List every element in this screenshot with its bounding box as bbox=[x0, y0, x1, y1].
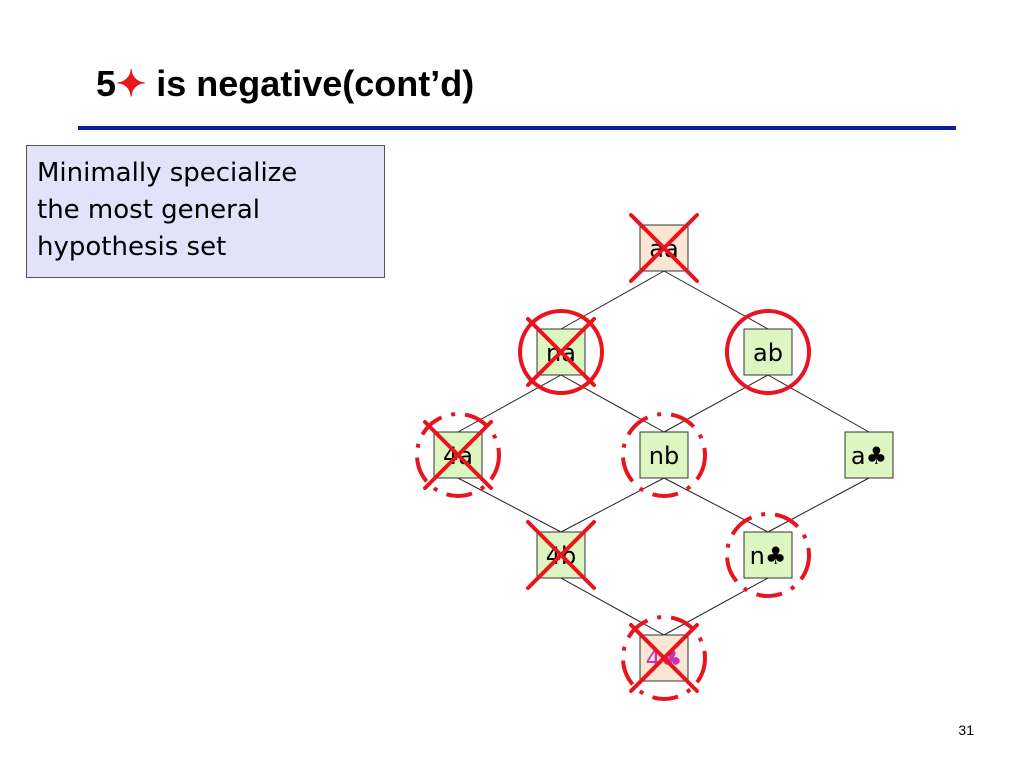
node-label-n-club: n♣ bbox=[750, 542, 787, 570]
lattice-edge-aa-na bbox=[560, 270, 665, 330]
node-label-a-club: a♣ bbox=[851, 442, 887, 470]
cross-mark-4b bbox=[526, 520, 596, 590]
dashed-circle-n-club bbox=[725, 512, 811, 598]
dashed-circle-4-club bbox=[621, 615, 707, 701]
cross-mark-na bbox=[526, 317, 596, 387]
star-icon: ✦ bbox=[116, 63, 147, 104]
node-box-ab bbox=[743, 328, 793, 376]
title-bold-text: is negative bbox=[146, 63, 343, 104]
lattice-edge-a-club-n-club bbox=[767, 477, 870, 533]
node-box-nb bbox=[639, 431, 689, 479]
lattice-edge-nb-n-club bbox=[663, 477, 769, 533]
lattice-edge-ab-nb bbox=[663, 374, 769, 433]
dashed-circle-4a bbox=[415, 412, 501, 498]
title-suffix: (cont’d) bbox=[342, 63, 475, 104]
callout-line: hypothesis set bbox=[37, 232, 227, 262]
node-box-n-club bbox=[743, 531, 793, 579]
lattice-edge-ab-a-club bbox=[767, 374, 870, 433]
callout-line: the most general bbox=[37, 195, 260, 225]
lattice-edge-nb-4b bbox=[560, 477, 665, 533]
title-number: 5 bbox=[96, 63, 117, 104]
cross-mark-aa bbox=[629, 213, 699, 283]
dashed-circle-nb bbox=[621, 412, 707, 498]
node-label-ab: ab bbox=[753, 339, 783, 367]
callout-box: Minimally specialize the most general hy… bbox=[26, 145, 385, 278]
node-label-nb: nb bbox=[649, 442, 679, 470]
node-box-a-club bbox=[844, 431, 894, 479]
lattice-edge-4b-4-club bbox=[560, 577, 665, 636]
lattice-edge-na-nb bbox=[560, 374, 665, 433]
lattice-edge-n-club-4-club bbox=[663, 577, 769, 636]
callout-line: Minimally specialize bbox=[37, 158, 298, 188]
cross-mark-4a bbox=[423, 420, 493, 490]
cross-mark-4-club bbox=[629, 623, 699, 693]
slide-title: 5✦ is negative(cont’d) bbox=[96, 62, 474, 106]
title-divider bbox=[78, 126, 956, 130]
lattice-edge-na-4a bbox=[457, 374, 562, 433]
page-number: 31 bbox=[958, 722, 974, 738]
solid-circle-na bbox=[518, 309, 604, 395]
solid-circle-ab bbox=[725, 309, 811, 395]
lattice-edge-aa-ab bbox=[663, 270, 769, 330]
lattice-edge-4a-4b bbox=[457, 477, 562, 533]
